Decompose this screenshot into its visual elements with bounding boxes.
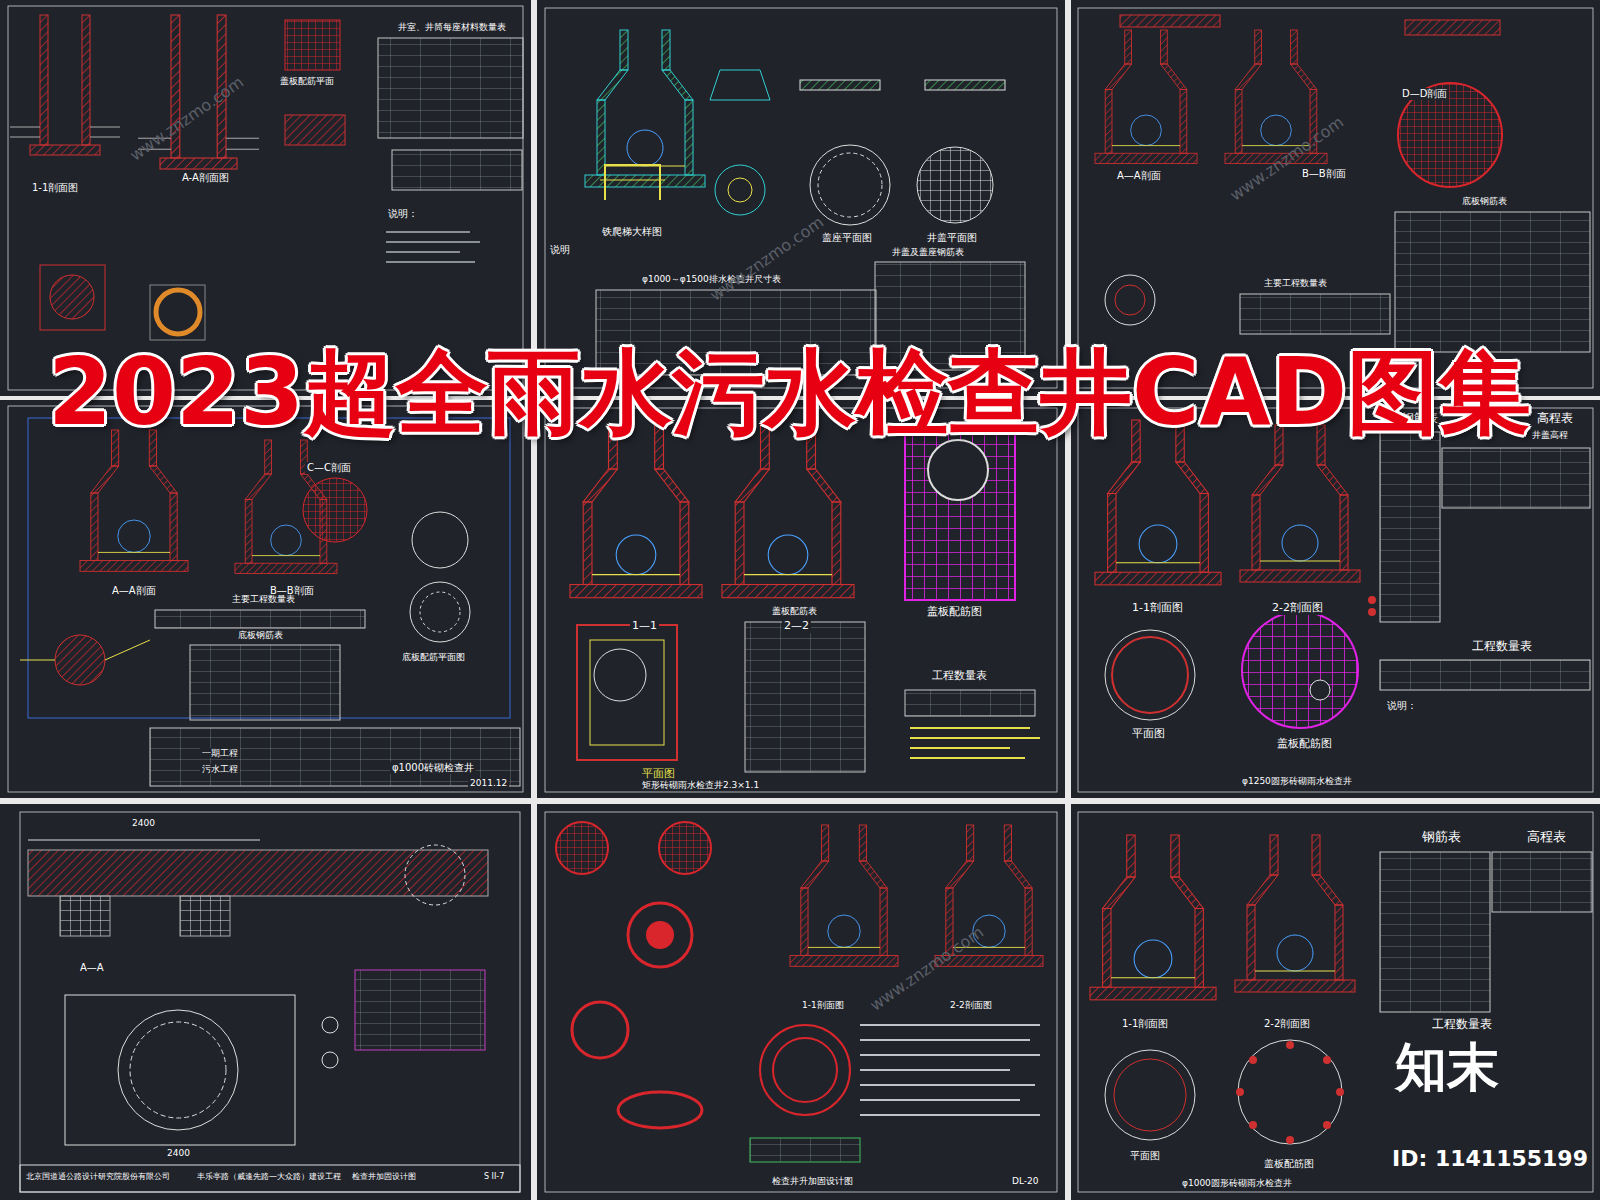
main-title: 2023超全雨水污水检查井CAD图集	[48, 342, 1531, 443]
drawing-label: 1—1	[630, 620, 659, 633]
drawing-label: 2-2剖面图	[1262, 1018, 1312, 1030]
drawing-label: 说明	[548, 244, 572, 256]
watermark: ID: 1141155199	[1392, 1146, 1588, 1171]
drawing-label: 工程数量表	[1470, 640, 1534, 654]
drawing-label: 2-2剖面图	[1270, 602, 1325, 615]
drawing-label: 平面图	[640, 768, 677, 781]
drawing-label: 高程表	[1525, 830, 1568, 845]
drawing-label: 井盖平面图	[925, 232, 979, 244]
drawing-label: A—A剖面	[110, 585, 158, 597]
drawing-label: 工程数量表	[1430, 1018, 1494, 1032]
drawing-label: 2400	[165, 1148, 192, 1158]
drawing-label: DL-20	[1010, 1176, 1041, 1186]
drawing-label: 高程表	[1535, 412, 1575, 426]
drawing-label: A-A剖面图	[180, 172, 231, 184]
drawing-label: 检查井升加固设计图	[770, 1176, 855, 1186]
drawing-label: 盖座平面图	[820, 232, 874, 244]
drawing-label: 2—2	[782, 620, 811, 633]
drawing-label: B—B剖面	[1300, 168, 1348, 180]
drawing-label: 井盖高程	[1530, 430, 1570, 440]
drawing-label: φ1250圆形砖砌雨水检查井	[1240, 776, 1354, 786]
drawing-label: 盖板配筋平面	[278, 76, 336, 86]
drawing-label: 污水工程	[200, 764, 240, 774]
drawing-label: C—C剖面	[305, 462, 353, 474]
drawing-label: 工程数量表	[930, 670, 989, 683]
drawing-label: 1-1剖面图	[30, 182, 80, 194]
drawing-label: 盖板配筋图	[1262, 1158, 1316, 1170]
drawing-label: D—D剖面	[1400, 88, 1449, 100]
drawing-label: φ1000砖砌检查井	[390, 762, 476, 774]
drawing-label: 丰乐亭路（威逢先路—大众路）建设工程	[195, 1172, 343, 1181]
drawing-label: φ1000～φ1500排水检查井尺寸表	[640, 274, 783, 284]
drawing-label: 底板配筋平面图	[400, 652, 467, 662]
drawing-label: 底板钢筋表	[1460, 196, 1509, 206]
drawing-label: 铁爬梯大样图	[600, 226, 664, 238]
drawing-label: A—A剖面	[1115, 170, 1163, 182]
drawing-label: 井盖及盖座钢筋表	[890, 247, 966, 257]
drawing-label: 1-1剖面图	[1130, 602, 1185, 615]
drawing-label: 1-1剖面图	[800, 1000, 846, 1010]
drawing-label: 平面图	[1130, 728, 1167, 741]
drawing-label: 平面图	[1128, 1150, 1162, 1162]
drawing-label: 北京国道通公路设计研究院股份有限公司	[24, 1172, 172, 1181]
drawing-label: 底板钢筋表	[236, 630, 285, 640]
drawing-label: S II-7	[482, 1172, 506, 1181]
drawing-label: 1-1剖面图	[1120, 1018, 1170, 1030]
drawing-label: 主要工程数量表	[1262, 278, 1329, 288]
drawing-label: 盖板配筋图	[1275, 738, 1334, 751]
drawing-label: 2400	[130, 818, 157, 828]
drawing-label: 井室、井筒每座材料数量表	[396, 22, 508, 32]
drawing-label: 盖板配筋表	[770, 606, 819, 616]
drawing-label: 钢筋表	[1420, 830, 1463, 845]
drawing-label: 矩形砖砌雨水检查井2.3×1.1	[640, 780, 761, 790]
drawing-label: 说明：	[1385, 700, 1419, 712]
drawing-label: 说明：	[386, 208, 420, 220]
drawing-label: 主要工程数量表	[230, 594, 297, 604]
drawing-label: 检查井加固设计图	[350, 1172, 418, 1181]
drawing-label: 盖板配筋图	[925, 606, 984, 619]
drawing-label: 一期工程	[200, 748, 240, 758]
watermark: 知末	[1395, 1038, 1499, 1098]
drawing-label: A—A	[78, 962, 106, 974]
drawing-label: 2-2剖面图	[948, 1000, 994, 1010]
drawing-label: 2011.12	[468, 778, 509, 788]
drawing-label: φ1000圆形砖砌雨水检查井	[1180, 1178, 1294, 1188]
